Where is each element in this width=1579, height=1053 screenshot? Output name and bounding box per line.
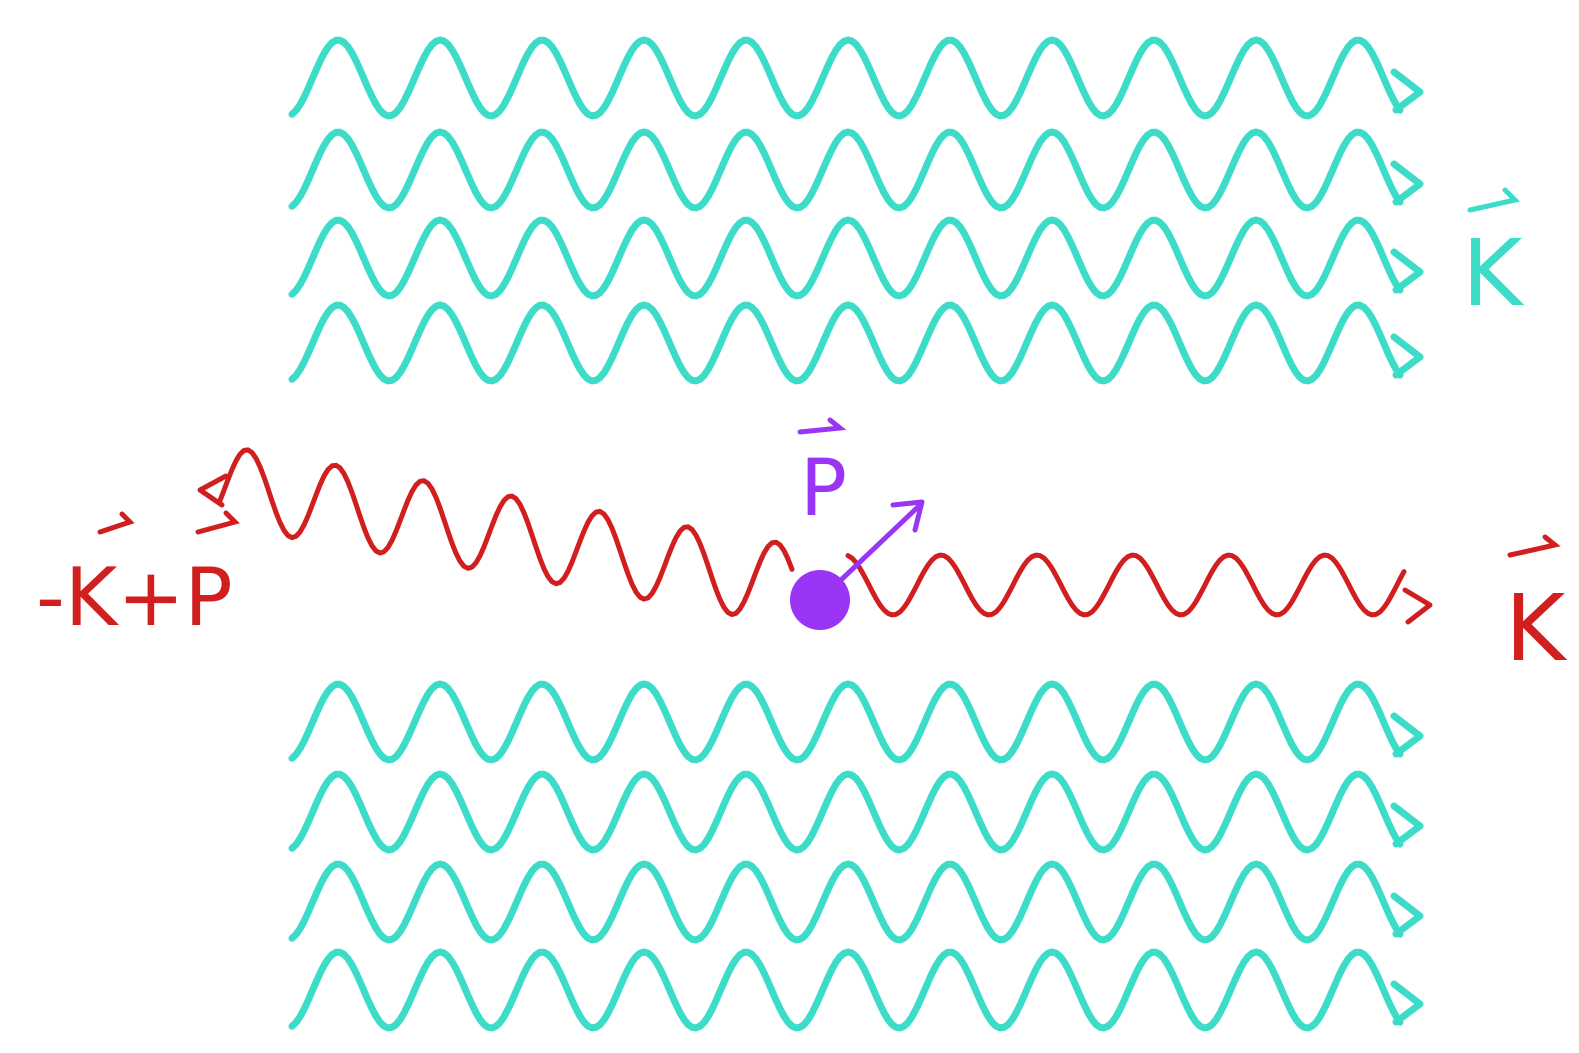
scattered-p-vector-mark: [195, 510, 240, 535]
scattered-label: -K+P: [36, 510, 240, 644]
incoming-wave-bottom-arrowhead-4: [1390, 980, 1424, 1026]
incoming-wave-bottom-1: [288, 680, 1404, 764]
momentum-label: P: [797, 417, 847, 534]
scattered-k-vector-mark: [97, 511, 135, 535]
momentum-label-text: P: [800, 444, 847, 534]
outgoing-k-label: K: [1505, 534, 1568, 682]
scattered-photon-wave: [217, 447, 795, 617]
incoming-wave-bottom-2: [288, 770, 1404, 854]
scattered-label-text: -K+P: [36, 551, 233, 644]
outgoing-k-label-text: K: [1505, 575, 1568, 682]
incoming-k-label: K: [1462, 187, 1525, 327]
bottom-wave-group: [288, 680, 1424, 1032]
outgoing-photon-arrowhead: [1402, 587, 1433, 625]
top-wave-group: [288, 36, 1424, 385]
outgoing-k-vector-mark: [1507, 534, 1561, 558]
incoming-wave-top-arrowhead-3: [1390, 248, 1424, 294]
momentum-vector-mark: [797, 417, 847, 435]
incoming-wave-bottom-4: [288, 948, 1404, 1032]
incoming-wave-top-1: [288, 36, 1404, 120]
incoming-wave-bottom-arrowhead-3: [1390, 892, 1424, 938]
incoming-wave-top-arrowhead-2: [1390, 160, 1424, 206]
incoming-wave-bottom-3: [288, 860, 1404, 944]
incoming-wave-top-2: [288, 128, 1404, 212]
incoming-wave-top-arrowhead-1: [1390, 68, 1424, 114]
particle-dot: [790, 570, 850, 630]
momentum-arrowhead: [890, 499, 925, 533]
scattered-photon-arrowhead: [197, 473, 229, 508]
incoming-k-vector-mark: [1467, 187, 1520, 213]
incoming-wave-top-3: [288, 216, 1404, 300]
incoming-wave-top-4: [288, 301, 1404, 385]
incoming-wave-bottom-arrowhead-2: [1390, 802, 1424, 848]
outgoing-photon-wave: [845, 552, 1407, 618]
incoming-k-label-text: K: [1462, 220, 1525, 327]
incoming-wave-bottom-arrowhead-1: [1390, 712, 1424, 758]
incoming-wave-top-arrowhead-4: [1390, 333, 1424, 379]
